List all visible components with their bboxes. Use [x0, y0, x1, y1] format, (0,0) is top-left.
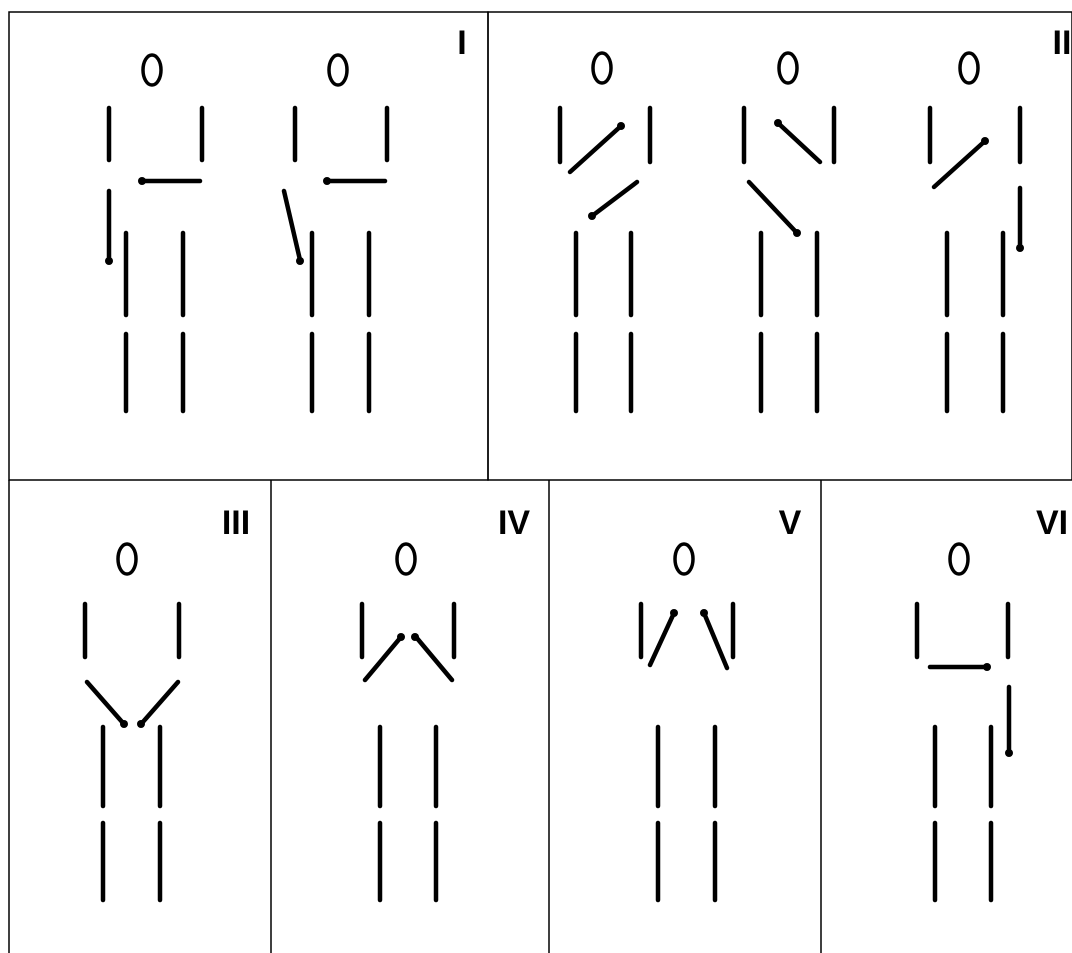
figure-head: [779, 53, 797, 83]
stick-figure-II-b: [744, 53, 834, 411]
stick-figure-II-a: [560, 53, 650, 411]
stick-figure-VI: [917, 544, 1013, 900]
figure-hand-dot: [981, 137, 989, 145]
figure-head: [950, 544, 968, 574]
figure-hand-dot: [700, 609, 708, 617]
figure-forearm: [416, 637, 452, 680]
figure-forearm: [650, 613, 674, 665]
figure-head: [675, 544, 693, 574]
stick-figure-IV: [362, 544, 454, 900]
stick-figure-I-a: [105, 55, 202, 411]
figure-forearm: [142, 682, 178, 723]
figure-hand-dot: [1016, 244, 1024, 252]
panel-frame-I: [9, 12, 488, 480]
figure-forearm: [749, 182, 797, 233]
figure-head: [960, 53, 978, 83]
figure-head: [118, 544, 136, 574]
panel-label-IV: IV: [498, 504, 530, 542]
figure-forearm: [778, 123, 820, 162]
figure-forearm: [934, 141, 985, 187]
figure-hand-dot: [617, 122, 625, 130]
figure-hand-dot: [411, 633, 419, 641]
figure-hand-dot: [670, 609, 678, 617]
figure-hand-dot: [138, 177, 146, 185]
panel-label-II: II: [1053, 24, 1072, 62]
figure-hand-dot: [588, 212, 596, 220]
figure-hand-dot: [296, 257, 304, 265]
figure-forearm: [87, 682, 123, 723]
stick-figure-II-c: [930, 53, 1024, 411]
figure-forearm: [284, 191, 300, 260]
figure-head: [397, 544, 415, 574]
figures: [85, 53, 1024, 900]
stick-figure-I-b: [284, 55, 387, 411]
figure-hand-dot: [1005, 749, 1013, 757]
figure-head: [329, 55, 347, 85]
figure-head: [143, 55, 161, 85]
panel-frames: [9, 12, 1072, 953]
figure-hand-dot: [120, 720, 128, 728]
figure-hand-dot: [137, 720, 145, 728]
panel-label-I: I: [457, 24, 466, 62]
figure-forearm: [365, 637, 401, 680]
figure-hand-dot: [105, 257, 113, 265]
figure-hand-dot: [793, 229, 801, 237]
stick-figure-III: [85, 544, 179, 900]
panel-label-V: V: [779, 504, 802, 542]
figure-forearm: [570, 126, 621, 172]
figure-hand-dot: [323, 177, 331, 185]
panel-label-VI: VI: [1036, 504, 1068, 542]
figure-head: [593, 53, 611, 83]
figure-forearm: [704, 613, 727, 668]
figure-hand-dot: [397, 633, 405, 641]
figure-forearm: [592, 182, 637, 216]
figure-hand-dot: [774, 119, 782, 127]
figure-hand-dot: [983, 663, 991, 671]
stick-figure-V: [641, 544, 733, 900]
panel-label-III: III: [222, 504, 250, 542]
